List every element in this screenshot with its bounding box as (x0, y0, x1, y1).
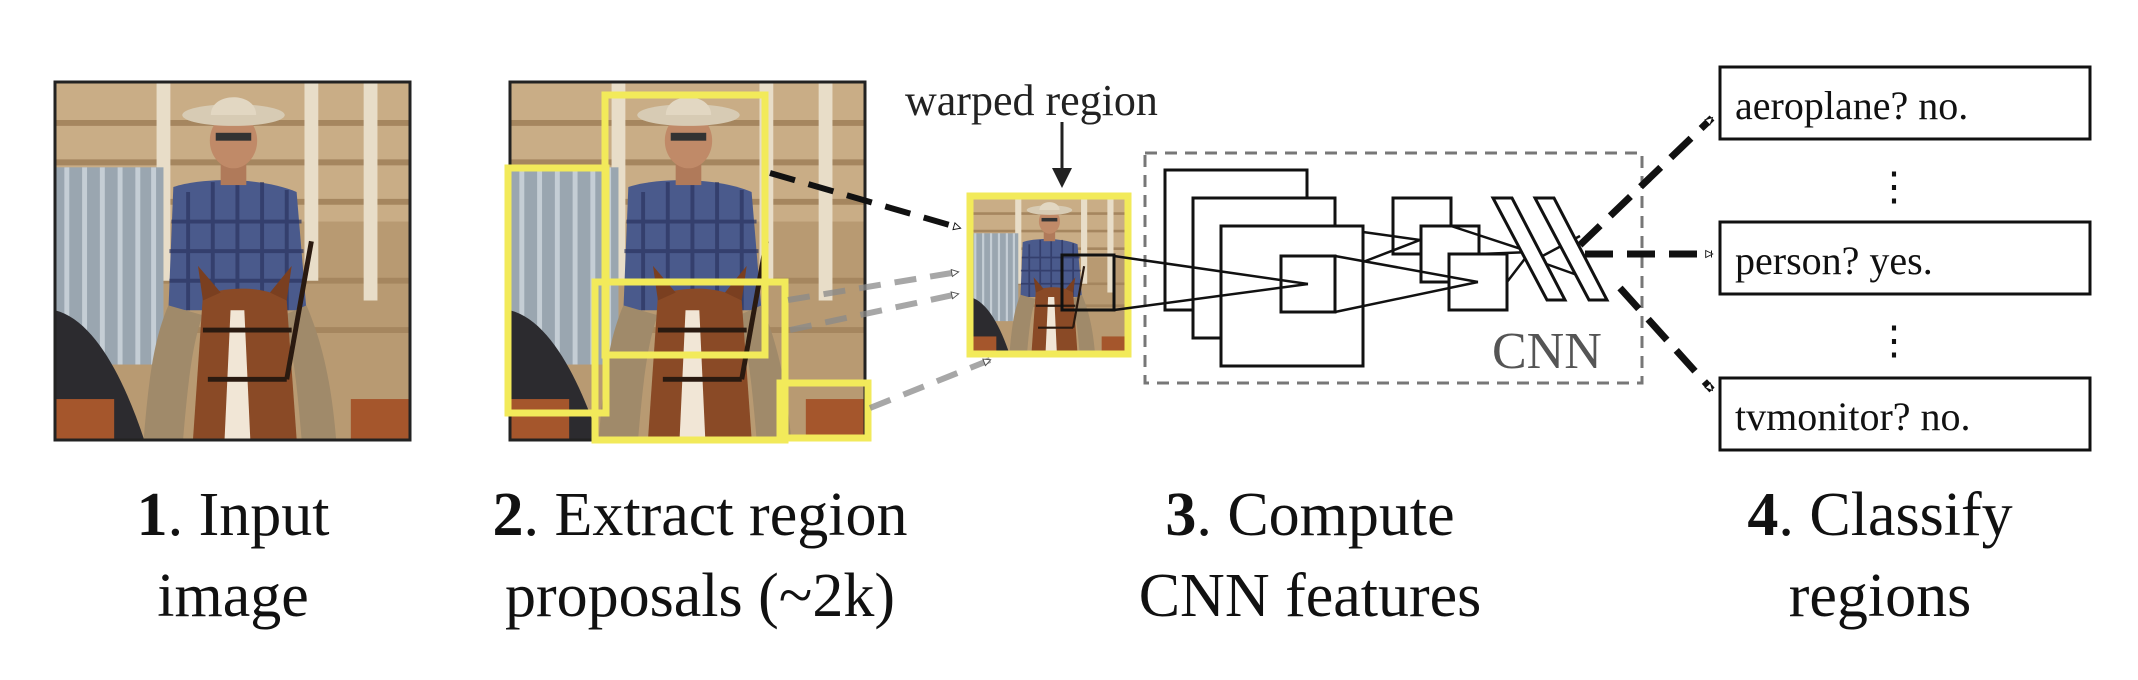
classification-arrows (1577, 115, 1715, 393)
warped-region-pointer-head (1052, 168, 1072, 188)
arrow-to-tvmonitor (1617, 285, 1715, 393)
class-box-aeroplane: aeroplane? no. (1718, 65, 2092, 141)
class-label-tvmonitor: tvmonitor? no. (1735, 394, 1971, 439)
svg-text:2. Extract region: 2. Extract region (493, 481, 908, 549)
cnn-dashed-frame (1143, 151, 1644, 385)
input-image (53, 80, 412, 442)
svg-text:proposals (~2k): proposals (~2k) (505, 562, 895, 630)
cnn-label: CNN (1492, 323, 1602, 380)
stage-4-caption: 4. Classify regions (1747, 481, 2012, 630)
svg-text:3. Compute: 3. Compute (1165, 481, 1454, 549)
proposal-arrows (769, 170, 992, 411)
svg-text:image: image (157, 562, 309, 630)
class-box-person: person? yes. (1718, 220, 2092, 296)
warped-region-image (966, 192, 1132, 358)
arrow-to-aeroplane (1577, 115, 1715, 248)
proposal-arrow-dark (769, 170, 962, 231)
class-label-aeroplane: aeroplane? no. (1735, 83, 1968, 128)
stage-1-caption: 1. Input image (137, 481, 330, 630)
ellipsis-1: ⋮ (1874, 164, 1914, 209)
svg-text:4. Classify: 4. Classify (1747, 481, 2012, 549)
stage-2-caption: 2. Extract region proposals (~2k) (493, 481, 908, 630)
proposal-arrow-gray-2 (789, 291, 960, 333)
proposal-box-bag (776, 379, 872, 442)
receptive-field-box (1060, 253, 1116, 312)
warped-region-label: warped region (905, 76, 1158, 125)
ellipsis-2: ⋮ (1874, 318, 1914, 363)
stage-3-caption: 3. Compute CNN features (1139, 481, 1482, 630)
proposal-box-gate (504, 164, 610, 417)
proposal-arrow-gray-1 (787, 268, 960, 303)
proposal-arrow-gray-3 (868, 357, 992, 411)
class-label-person: person? yes. (1735, 238, 1933, 283)
svg-text:regions: regions (1789, 562, 1972, 630)
proposal-box-horse (591, 278, 789, 444)
class-box-tvmonitor: tvmonitor? no. (1718, 376, 2092, 452)
fc-layer-2 (1532, 196, 1610, 302)
svg-text:1. Input: 1. Input (137, 481, 330, 549)
region-proposal-boxes (504, 91, 872, 444)
cnn-block: CNN (1113, 151, 1644, 385)
svg-text:CNN features: CNN features (1139, 562, 1482, 630)
fc-layer-1 (1490, 196, 1568, 302)
